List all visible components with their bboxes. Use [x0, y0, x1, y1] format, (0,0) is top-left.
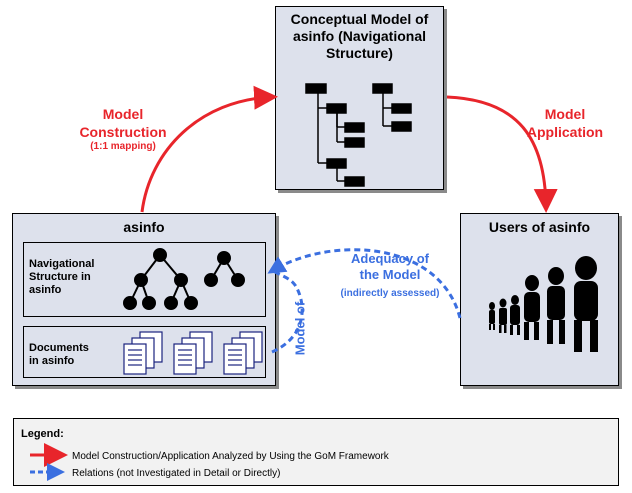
model-construction-label: Model Construction — [79, 106, 167, 140]
model-application-label: Model Application — [526, 106, 604, 140]
conceptual-model-box: Conceptual Model of asinfo (Navigational… — [275, 6, 444, 190]
adequacy-arrow — [267, 248, 462, 319]
model-construction-arrow — [140, 85, 278, 213]
adequacy-note: (indirectly assessed) — [340, 288, 440, 299]
conceptual-model-title: Conceptual Model of asinfo (Navigational… — [290, 11, 429, 61]
users-title: Users of asinfo — [488, 219, 591, 235]
navigational-structure-panel: Navigational Structure in asinfo — [23, 242, 266, 317]
model-application-arrow — [446, 95, 558, 213]
navigation-tree-icon — [305, 83, 412, 187]
legend-box: Legend: Model Construction/Application A… — [13, 418, 619, 486]
asinfo-title: asinfo — [123, 219, 165, 235]
legend-title: Legend: — [21, 428, 64, 440]
documents-panel: Documents in asinfo — [23, 326, 266, 378]
navigational-graph-icon — [123, 248, 245, 310]
adequacy-label: Adequacy of the Model — [350, 251, 429, 282]
documents-icon — [123, 331, 263, 375]
legend-item-dashed: Relations (not Investigated in Detail or… — [72, 468, 281, 479]
users-icon — [489, 256, 598, 352]
documents-label: Documents in asinfo — [29, 342, 89, 367]
model-of-arrow — [271, 270, 304, 354]
navigational-structure-label: Navigational Structure in asinfo — [29, 258, 95, 296]
legend-item-solid: Model Construction/Application Analyzed … — [72, 451, 389, 462]
model-construction-note: (1:1 mapping) — [90, 141, 156, 152]
